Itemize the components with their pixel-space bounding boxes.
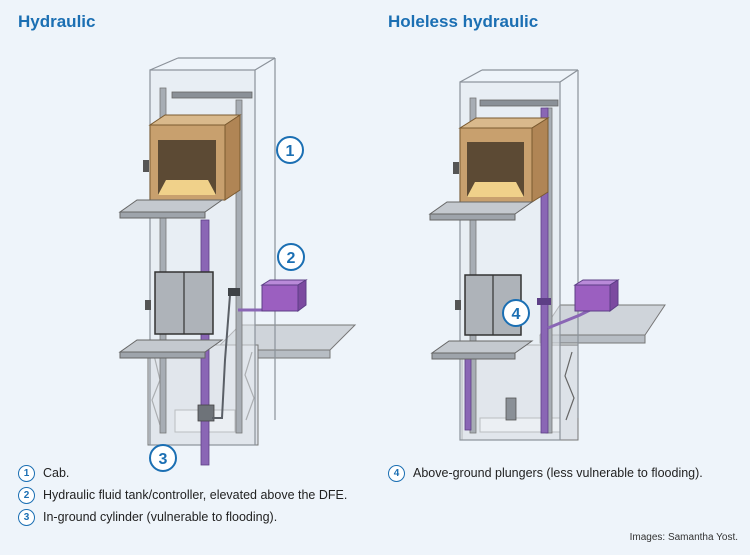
hydraulic-diagram [118, 57, 357, 466]
callout-4: 4 [502, 299, 530, 327]
plunger [540, 107, 549, 434]
legend-number: 3 [18, 508, 35, 526]
landing-platform [118, 339, 224, 353]
callout-3: 3 [149, 444, 177, 472]
legend-hydraulic: 1 Cab. 2 Hydraulic fluid tank/controller, … [18, 462, 347, 528]
legend-holeless: 4 Above-ground plungers (less vulnerable … [388, 462, 703, 484]
callout-number: 1 [286, 143, 295, 160]
callout-2: 2 [277, 243, 305, 271]
callout-number: 3 [159, 451, 168, 468]
valve [228, 288, 240, 296]
top-beam [171, 91, 253, 99]
legend-number: 4 [388, 464, 405, 482]
legend-item: 4 Above-ground plungers (less vulnerable … [388, 462, 703, 484]
legend-number: 2 [18, 486, 35, 504]
guide-rail [235, 99, 243, 434]
legend-item: 3 In-ground cylinder (vulnerable to flood… [18, 506, 347, 528]
call-button [145, 300, 151, 310]
jack-head [197, 404, 215, 422]
callout-1: 1 [276, 136, 304, 164]
plunger-collar [537, 298, 551, 305]
title-holeless-hydraulic: Holeless hydraulic [388, 12, 539, 31]
title-hydraulic: Hydraulic [18, 12, 96, 31]
holeless-hydraulic-diagram [428, 69, 666, 441]
image-credit: Images: Samantha Yost. [629, 532, 738, 543]
callout-number: 2 [287, 250, 296, 267]
guide-rail [469, 97, 477, 434]
legend-text: Above-ground plungers (less vulnerable t… [413, 466, 703, 480]
cab-floor-light [158, 180, 216, 195]
guide-rail [159, 87, 167, 434]
cab-platform [118, 199, 224, 213]
buffer [505, 397, 517, 421]
tank-controller [574, 284, 611, 312]
legend-text: Cab. [43, 466, 70, 480]
legend-number: 1 [18, 464, 35, 482]
callout-number: 4 [512, 306, 521, 323]
legend-item: 2 Hydraulic fluid tank/controller, elevat… [18, 484, 347, 506]
hydraulic-line [212, 294, 231, 419]
legend-text: Hydraulic fluid tank/controller, elevate… [43, 488, 348, 502]
plunger [464, 349, 472, 431]
legend-text: In-ground cylinder (vulnerable to floodi… [43, 510, 278, 524]
tank-controller [261, 284, 299, 312]
cab-platform [428, 201, 534, 215]
landing-platform [430, 340, 534, 354]
legend-item: 1 Cab. [18, 462, 347, 484]
